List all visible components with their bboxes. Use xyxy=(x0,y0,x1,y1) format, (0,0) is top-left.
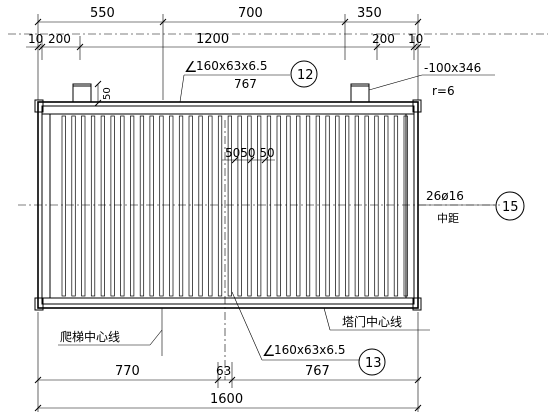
door-centerline: 塔门中心线 xyxy=(342,314,402,329)
grating-bar xyxy=(296,115,301,297)
top-posts xyxy=(72,83,370,103)
rebar-count: 26ø16 xyxy=(426,189,464,203)
grating-bars xyxy=(61,115,408,297)
ladder-centerline: 爬梯中心线 xyxy=(60,329,120,344)
grating-bar xyxy=(227,115,232,297)
callout-13: 13 xyxy=(365,356,382,371)
plate-radius: r=6 xyxy=(432,84,455,98)
grating-bar xyxy=(120,115,125,297)
callout-angle-top: ∠ 160x63x6.5 767 12 xyxy=(179,58,318,103)
grating-bar xyxy=(237,115,242,297)
grating-bar xyxy=(325,115,330,297)
plate-size: -100x346 xyxy=(424,61,481,75)
grating-bar xyxy=(286,115,291,297)
angle-bottom-label: 160x63x6.5 xyxy=(274,343,345,357)
grating-bar xyxy=(100,115,105,297)
grating-bar xyxy=(335,115,340,297)
grating-bar xyxy=(247,115,252,297)
grating-bar xyxy=(305,115,311,297)
grating-bar xyxy=(130,115,135,297)
grating-bar xyxy=(374,115,379,297)
callout-15: 15 xyxy=(502,200,519,215)
grating-bar xyxy=(403,115,408,297)
ladder-centerline-label: 爬梯中心线 xyxy=(58,308,163,356)
grating-bar xyxy=(364,115,369,297)
angle-top-label: 160x63x6.5 xyxy=(196,59,267,73)
dim-50-vertical: 50 xyxy=(102,87,113,100)
grating-bar xyxy=(198,115,203,297)
angle-top-sub: 767 xyxy=(234,77,257,91)
rebar-callout: 26ø16 中距 15 xyxy=(418,189,525,225)
grating-bar xyxy=(188,115,193,297)
bottom-dimension-total: 1600 xyxy=(34,392,422,412)
angle-symbol-top: ∠ xyxy=(184,58,197,76)
grating-bar xyxy=(139,115,145,297)
callout-angle-bottom: ∠ 160x63x6.5 13 xyxy=(231,291,386,376)
dim-63: 63 xyxy=(216,364,231,378)
grating-bar xyxy=(208,115,213,297)
grating-bar xyxy=(354,115,359,297)
top-dimension-row-2: 10 200 1200 200 10 xyxy=(26,32,430,60)
grating-bar xyxy=(345,115,350,297)
grating-bar xyxy=(217,115,223,297)
grating-bar xyxy=(61,115,66,297)
vertical-dim-50: 50 xyxy=(94,80,113,107)
dim-10-left: 10 xyxy=(28,32,43,46)
dim-1200: 1200 xyxy=(196,32,229,47)
angle-symbol-bottom: ∠ xyxy=(262,342,275,360)
top-dimension-row-1: 550 700 350 xyxy=(34,6,422,100)
grating-bar xyxy=(315,115,320,297)
bottom-dimension-row-1: 770 63 767 xyxy=(34,312,422,412)
grating-bar xyxy=(384,115,389,297)
grating-bar xyxy=(393,115,399,297)
callout-12: 12 xyxy=(297,68,314,83)
dim-700: 700 xyxy=(238,6,263,21)
dim-200-right: 200 xyxy=(372,32,395,46)
grating-bar xyxy=(159,115,164,297)
rebar-spacing: 中距 xyxy=(437,212,459,225)
dim-1600: 1600 xyxy=(210,392,243,407)
grating-bar xyxy=(110,115,115,297)
grating-bar xyxy=(71,115,76,297)
grating-bar xyxy=(149,115,154,297)
grating-bar xyxy=(169,115,174,297)
grating-bar xyxy=(266,115,272,297)
grating-bar xyxy=(90,115,96,297)
dim-767-bottom: 767 xyxy=(305,364,330,379)
dim-200-left: 200 xyxy=(48,32,71,46)
grating-bar xyxy=(276,115,281,297)
grating-bar xyxy=(178,115,184,297)
plate-label: -100x346 r=6 xyxy=(368,61,495,98)
dim-770: 770 xyxy=(115,364,140,379)
dim-350: 350 xyxy=(357,6,382,21)
door-centerline-label: 塔门中心线 xyxy=(323,307,430,331)
dim-5050-50: 5050 50 xyxy=(225,146,275,160)
dim-10-right: 10 xyxy=(408,32,423,46)
grating-bar xyxy=(81,115,86,297)
center-spacing-annotation: 5050 50 xyxy=(222,146,275,164)
dim-550: 550 xyxy=(90,6,115,21)
grating-bar xyxy=(257,115,262,297)
